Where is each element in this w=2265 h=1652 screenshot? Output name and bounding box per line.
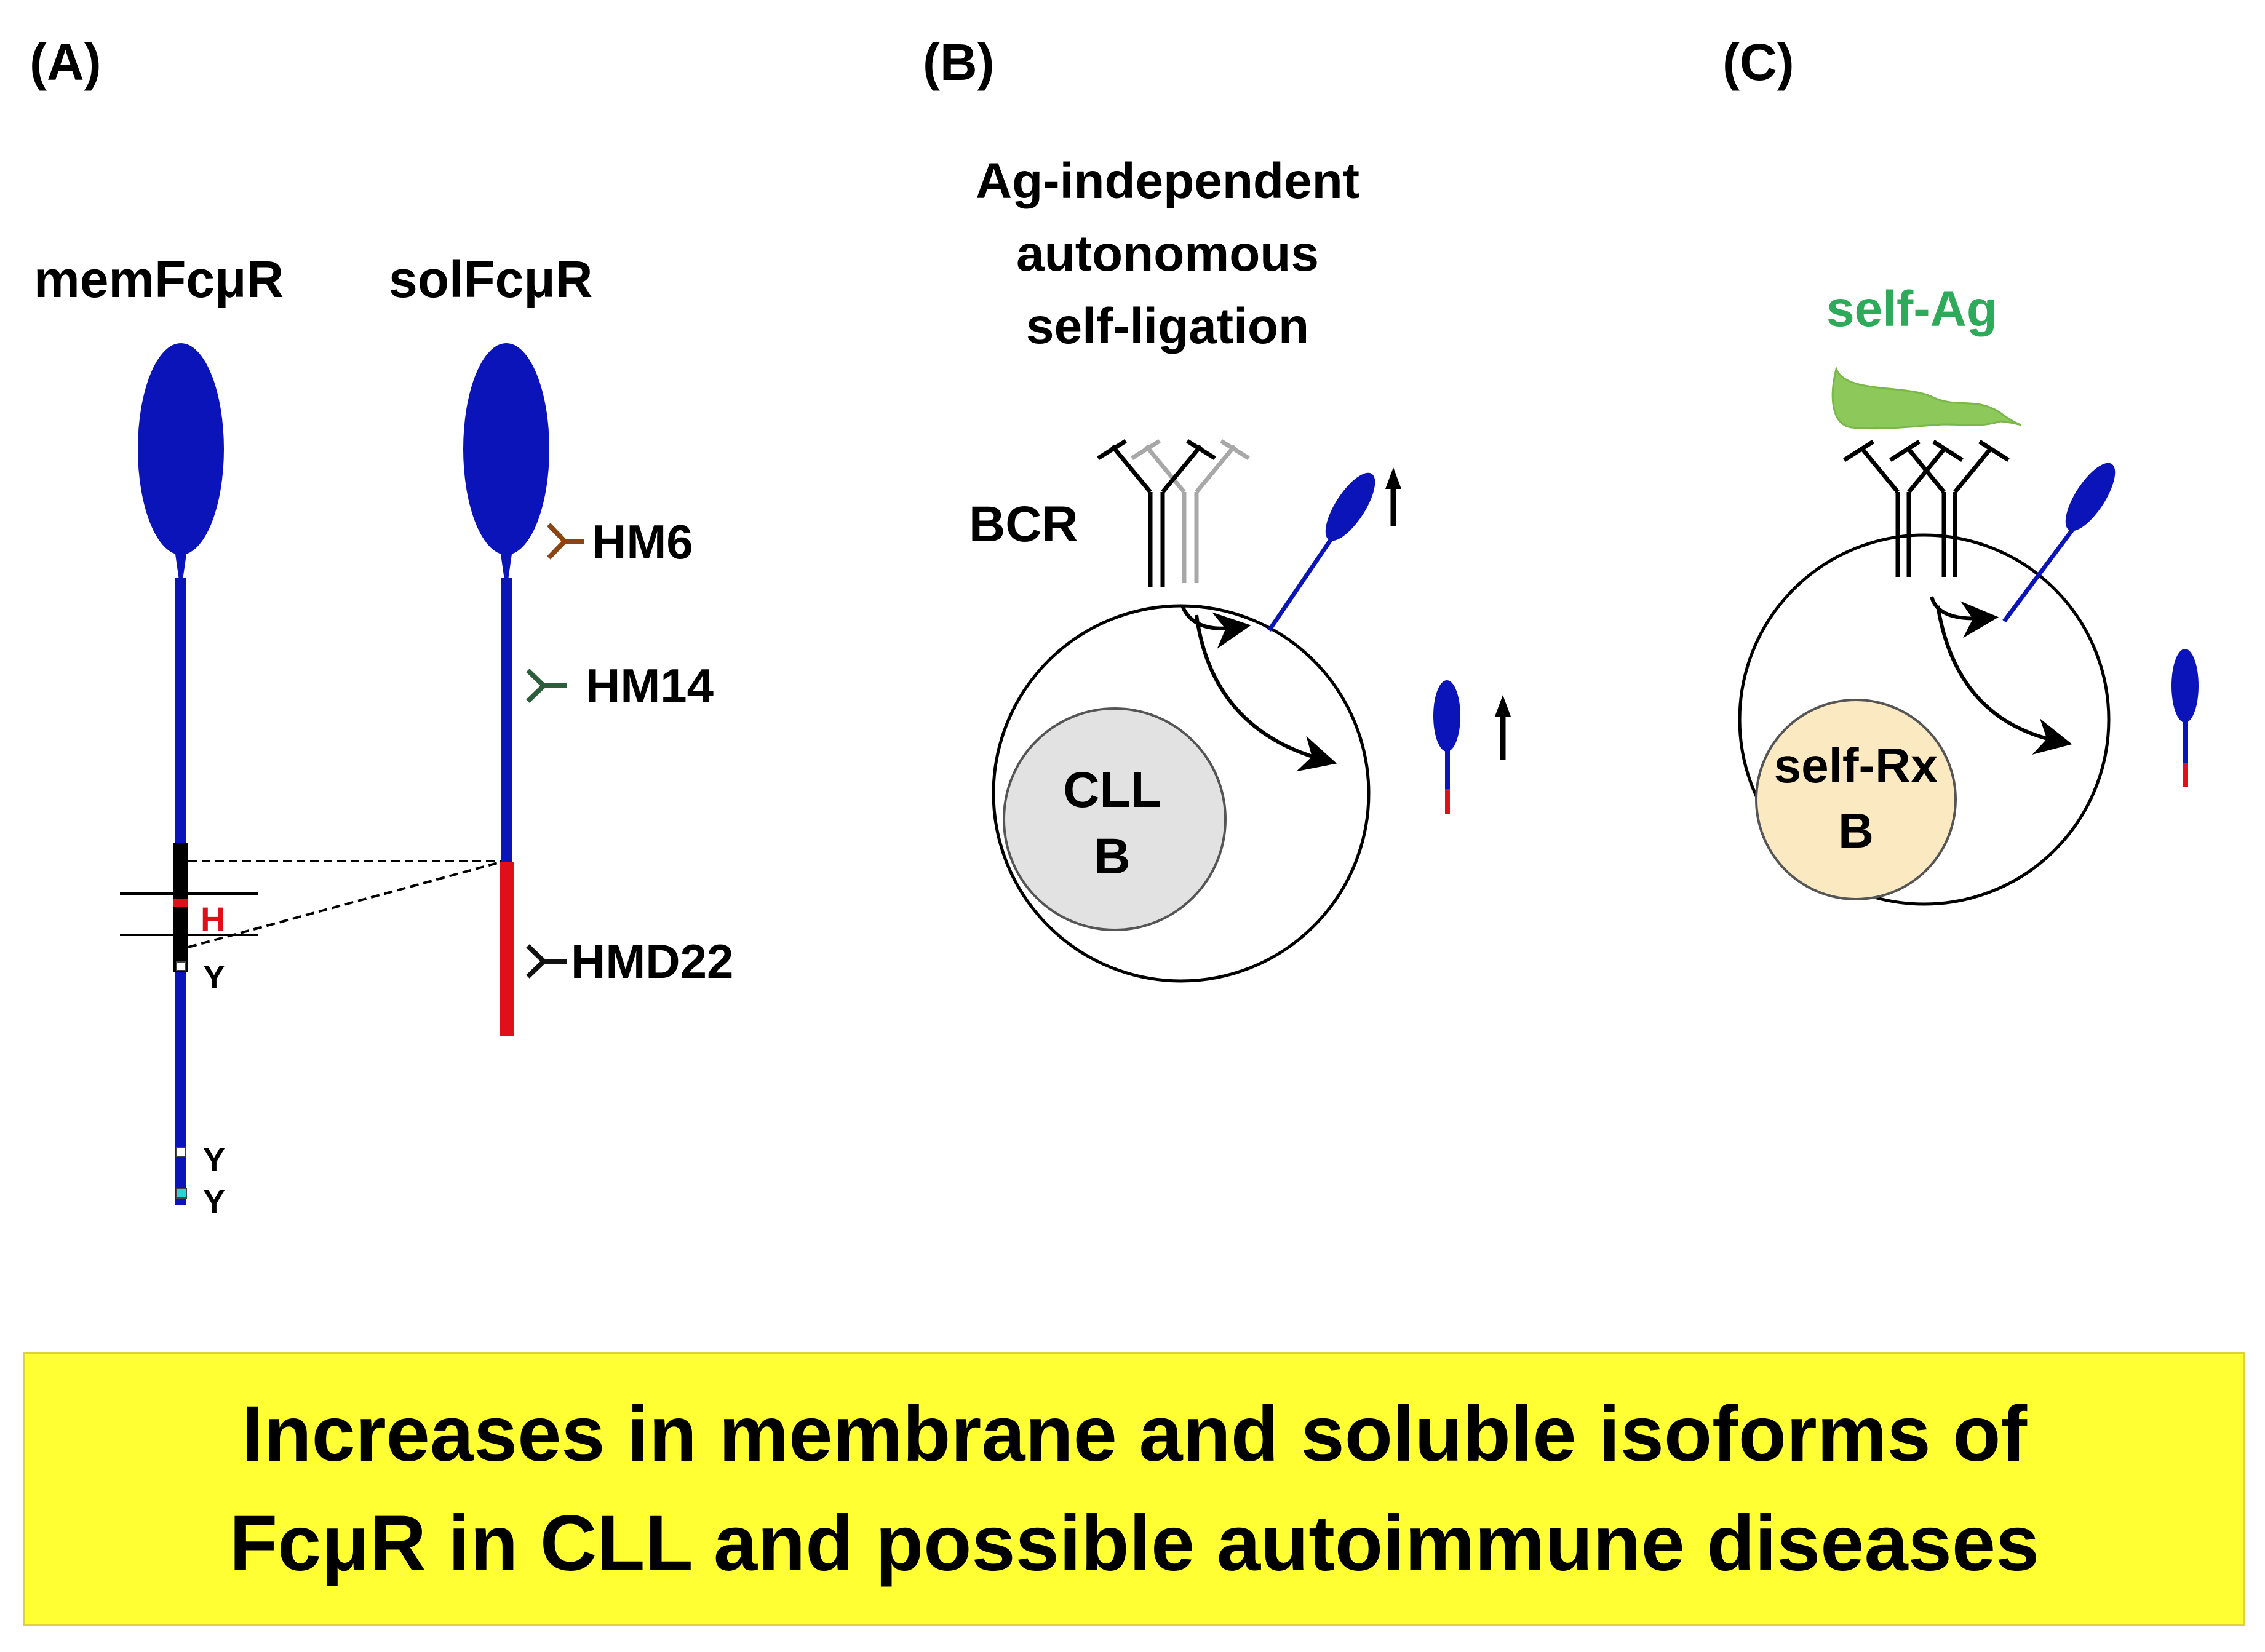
c-signal-arrow-to-secretion — [1936, 605, 2072, 755]
signal-arrow-to-membrane — [1180, 605, 1251, 649]
signal-arrow-to-secretion — [1195, 614, 1337, 772]
tyrosine-3-label: Y — [203, 1183, 225, 1220]
mem-transmembrane-segment — [173, 843, 188, 972]
tyrosine-2-label: Y — [203, 1142, 225, 1178]
c-signal-arrow-to-membrane — [1930, 596, 1999, 638]
b-caption-line-3: self-ligation — [1026, 298, 1309, 354]
self-rx-nucleus-label-2: B — [1838, 803, 1874, 858]
dashed-link-lower — [188, 860, 505, 948]
b-sol-increase-arrow — [1495, 695, 1511, 760]
mem-ig-domain — [138, 343, 224, 555]
sol-unique-tail — [500, 862, 514, 1036]
self-antigen — [1831, 365, 2021, 430]
sol-ig-domain — [463, 343, 549, 555]
banner-line-1: Increases in membrane and soluble isofor… — [241, 1390, 2028, 1478]
b-sol-fcmur — [1433, 680, 1460, 814]
panel-c: (C) self-Ag self-Rx B — [1722, 33, 2199, 906]
hm6-label: HM6 — [592, 515, 693, 569]
panel-a: (A) memFcμR solFcμR H Y Y Y — [30, 33, 733, 1220]
mem-stalk-neck — [173, 541, 188, 584]
hmd22-chevron — [526, 944, 546, 979]
hm6-marker: HM6 — [547, 515, 693, 569]
mem-fcmur-title: memFcμR — [34, 250, 284, 308]
tyrosine-1-label: Y — [203, 959, 225, 996]
self-ag-label: self-Ag — [1826, 281, 1997, 337]
self-rx-nucleus — [1755, 699, 1957, 900]
cll-nucleus-label-2: B — [1094, 828, 1130, 884]
hmd22-label: HMD22 — [571, 934, 733, 988]
hm14-chevron — [526, 669, 546, 703]
hm6-chevron — [547, 523, 567, 560]
hinge-mark — [173, 899, 188, 907]
tyrosine-3 — [176, 1188, 187, 1199]
hm14-label: HM14 — [586, 659, 714, 713]
panel-c-label: (C) — [1722, 33, 1794, 91]
sol-fcmur-receptor — [463, 343, 549, 1036]
bcr-antibody-grey — [1131, 439, 1250, 583]
panel-b-label: (B) — [923, 33, 995, 91]
hm14-marker: HM14 — [526, 659, 714, 713]
sol-stalk — [501, 578, 512, 862]
self-rx-nucleus-label-1: self-Rx — [1774, 738, 1938, 793]
sol-stalk-neck — [499, 541, 514, 584]
cll-nucleus-label-1: CLL — [1063, 762, 1161, 818]
banner-line-2: FcμR in CLL and possible autoimmune dise… — [229, 1499, 2040, 1587]
tyrosine-1 — [176, 961, 186, 971]
c-sol-fcmur — [2171, 649, 2199, 787]
bcr-label: BCR — [969, 496, 1078, 552]
summary-banner: Increases in membrane and soluble isofor… — [23, 1352, 2245, 1626]
c-mem-fcmur — [2002, 463, 2116, 623]
b-caption-line-1: Ag-independent — [976, 153, 1359, 209]
b-caption-line-2: autonomous — [1016, 226, 1319, 282]
sol-fcmur-title: solFcμR — [389, 250, 592, 308]
hmd22-marker: HMD22 — [526, 934, 733, 988]
panel-b: (B) Ag-independent autonomous self-ligat… — [923, 33, 1511, 983]
mem-fcmur-receptor: H Y Y Y — [120, 343, 258, 1220]
panel-a-label: (A) — [30, 33, 102, 91]
hinge-label: H — [201, 900, 225, 939]
bcr-antibody — [1097, 439, 1216, 587]
cll-nucleus — [1003, 707, 1227, 931]
c-bcr-antibody-right — [1889, 440, 2010, 577]
tyrosine-2 — [176, 1147, 186, 1157]
b-mem-fcmur — [1267, 472, 1375, 632]
b-mem-increase-arrow — [1385, 467, 1401, 526]
